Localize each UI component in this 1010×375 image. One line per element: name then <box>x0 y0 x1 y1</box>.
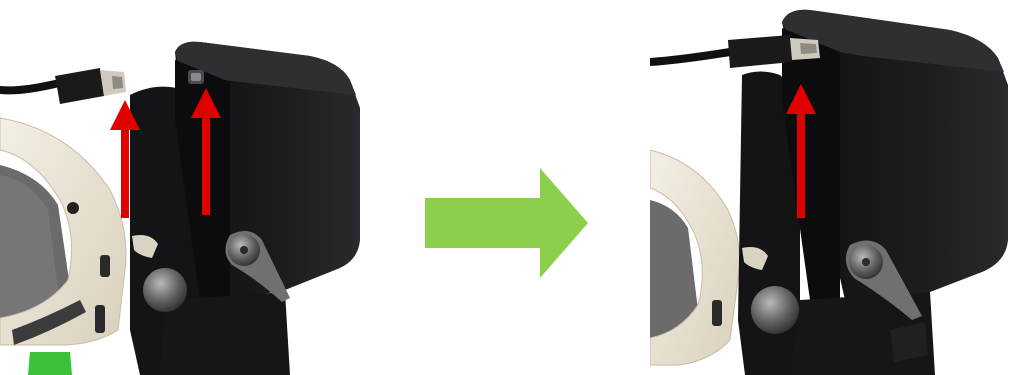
green-accent-shape <box>28 352 72 375</box>
adjuster-knob <box>143 268 187 312</box>
adjuster-knob <box>751 286 799 334</box>
right-arrow-icon <box>420 168 590 278</box>
usb-cable <box>0 68 126 104</box>
before-illustration <box>0 0 360 375</box>
after-illustration <box>650 0 1010 375</box>
